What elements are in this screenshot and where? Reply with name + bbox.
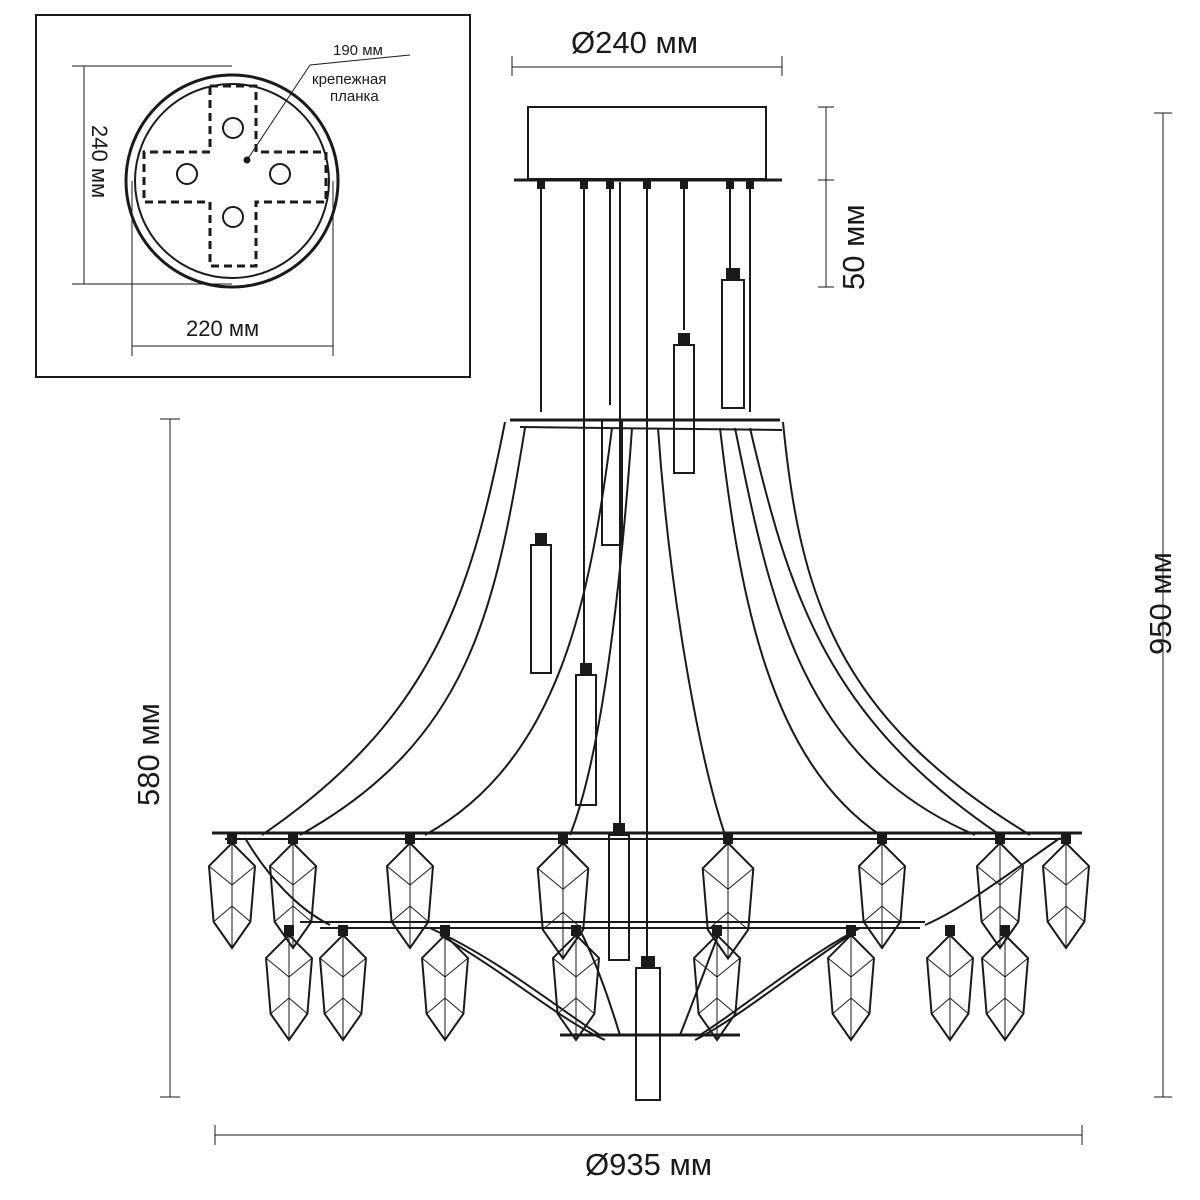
screw-hole-right xyxy=(269,163,291,185)
label-body-height: 580 мм xyxy=(131,703,166,806)
wire-clips xyxy=(537,181,754,189)
crystal-facet xyxy=(981,935,1029,1040)
screw-hole-left xyxy=(176,163,198,185)
crystal-hook xyxy=(571,925,581,936)
crystal-facet xyxy=(265,935,313,1040)
screw-hole-bottom xyxy=(222,206,244,228)
crystal-hook xyxy=(1061,833,1071,844)
crystal-facet xyxy=(1042,843,1090,948)
crystal-hook xyxy=(945,925,955,936)
crystal-hook xyxy=(995,833,1005,844)
crystal-hook xyxy=(440,925,450,936)
mounting-plate-inset: 190 мм крепежная планка 240 мм 220 мм xyxy=(35,14,471,378)
crystal-facet xyxy=(208,843,256,948)
crystal-hook xyxy=(338,925,348,936)
suspension-wires xyxy=(540,182,751,960)
crystal-facet xyxy=(537,843,589,959)
crystal-facet xyxy=(319,935,367,1040)
plate-outer-circle xyxy=(124,73,340,289)
crystal-hook xyxy=(284,925,294,936)
crystal-hook xyxy=(405,833,415,844)
screw-hole-top xyxy=(222,117,244,139)
crystal-facet xyxy=(926,935,974,1040)
light-rods xyxy=(530,279,745,1101)
label-plate-line2: планка xyxy=(330,88,379,105)
label-total-diameter: Ø935 мм xyxy=(585,1147,712,1182)
plate-leader-line xyxy=(246,64,311,161)
crystal-facet xyxy=(858,843,906,948)
label-plate-line1: крепежная xyxy=(312,71,386,88)
crystal-hook xyxy=(227,833,237,844)
crystal-hook xyxy=(288,833,298,844)
label-total-height: 950 мм xyxy=(1143,552,1178,655)
crystal-hook xyxy=(877,833,887,844)
plate-190-line xyxy=(309,54,411,66)
crystal-facet xyxy=(386,843,434,948)
chandelier xyxy=(207,106,1091,1101)
label-190: 190 мм xyxy=(333,42,383,59)
crystal-facet xyxy=(702,843,754,959)
lower-arms xyxy=(244,837,1061,1041)
plate-inner-circle xyxy=(134,83,330,279)
crystal-hook xyxy=(1000,925,1010,936)
crystal-hook xyxy=(723,833,733,844)
rod-caps xyxy=(535,268,740,968)
label-canopy-diameter: Ø240 мм xyxy=(571,25,698,60)
crystal-hook xyxy=(558,833,568,844)
crystal-facet xyxy=(827,935,875,1040)
crystal-hook xyxy=(712,925,722,936)
label-220: 220 мм xyxy=(186,316,259,341)
label-canopy-height: 50 мм xyxy=(836,204,871,290)
canopy-dimensions: Ø240 мм 50 мм xyxy=(511,25,871,290)
crystal-facet xyxy=(421,935,469,1040)
crystal-hook xyxy=(846,925,856,936)
top-ring-2 xyxy=(519,426,783,431)
canopy xyxy=(527,106,767,180)
crystal-facet xyxy=(693,935,741,1040)
overall-dimensions: 950 мм 580 мм Ø935 мм xyxy=(131,112,1178,1182)
crystals xyxy=(207,833,1091,1042)
inset-frame xyxy=(35,14,471,378)
mounting-bar-outline xyxy=(142,84,328,268)
label-240: 240 мм xyxy=(87,125,112,198)
crystal-facet xyxy=(552,935,600,1040)
